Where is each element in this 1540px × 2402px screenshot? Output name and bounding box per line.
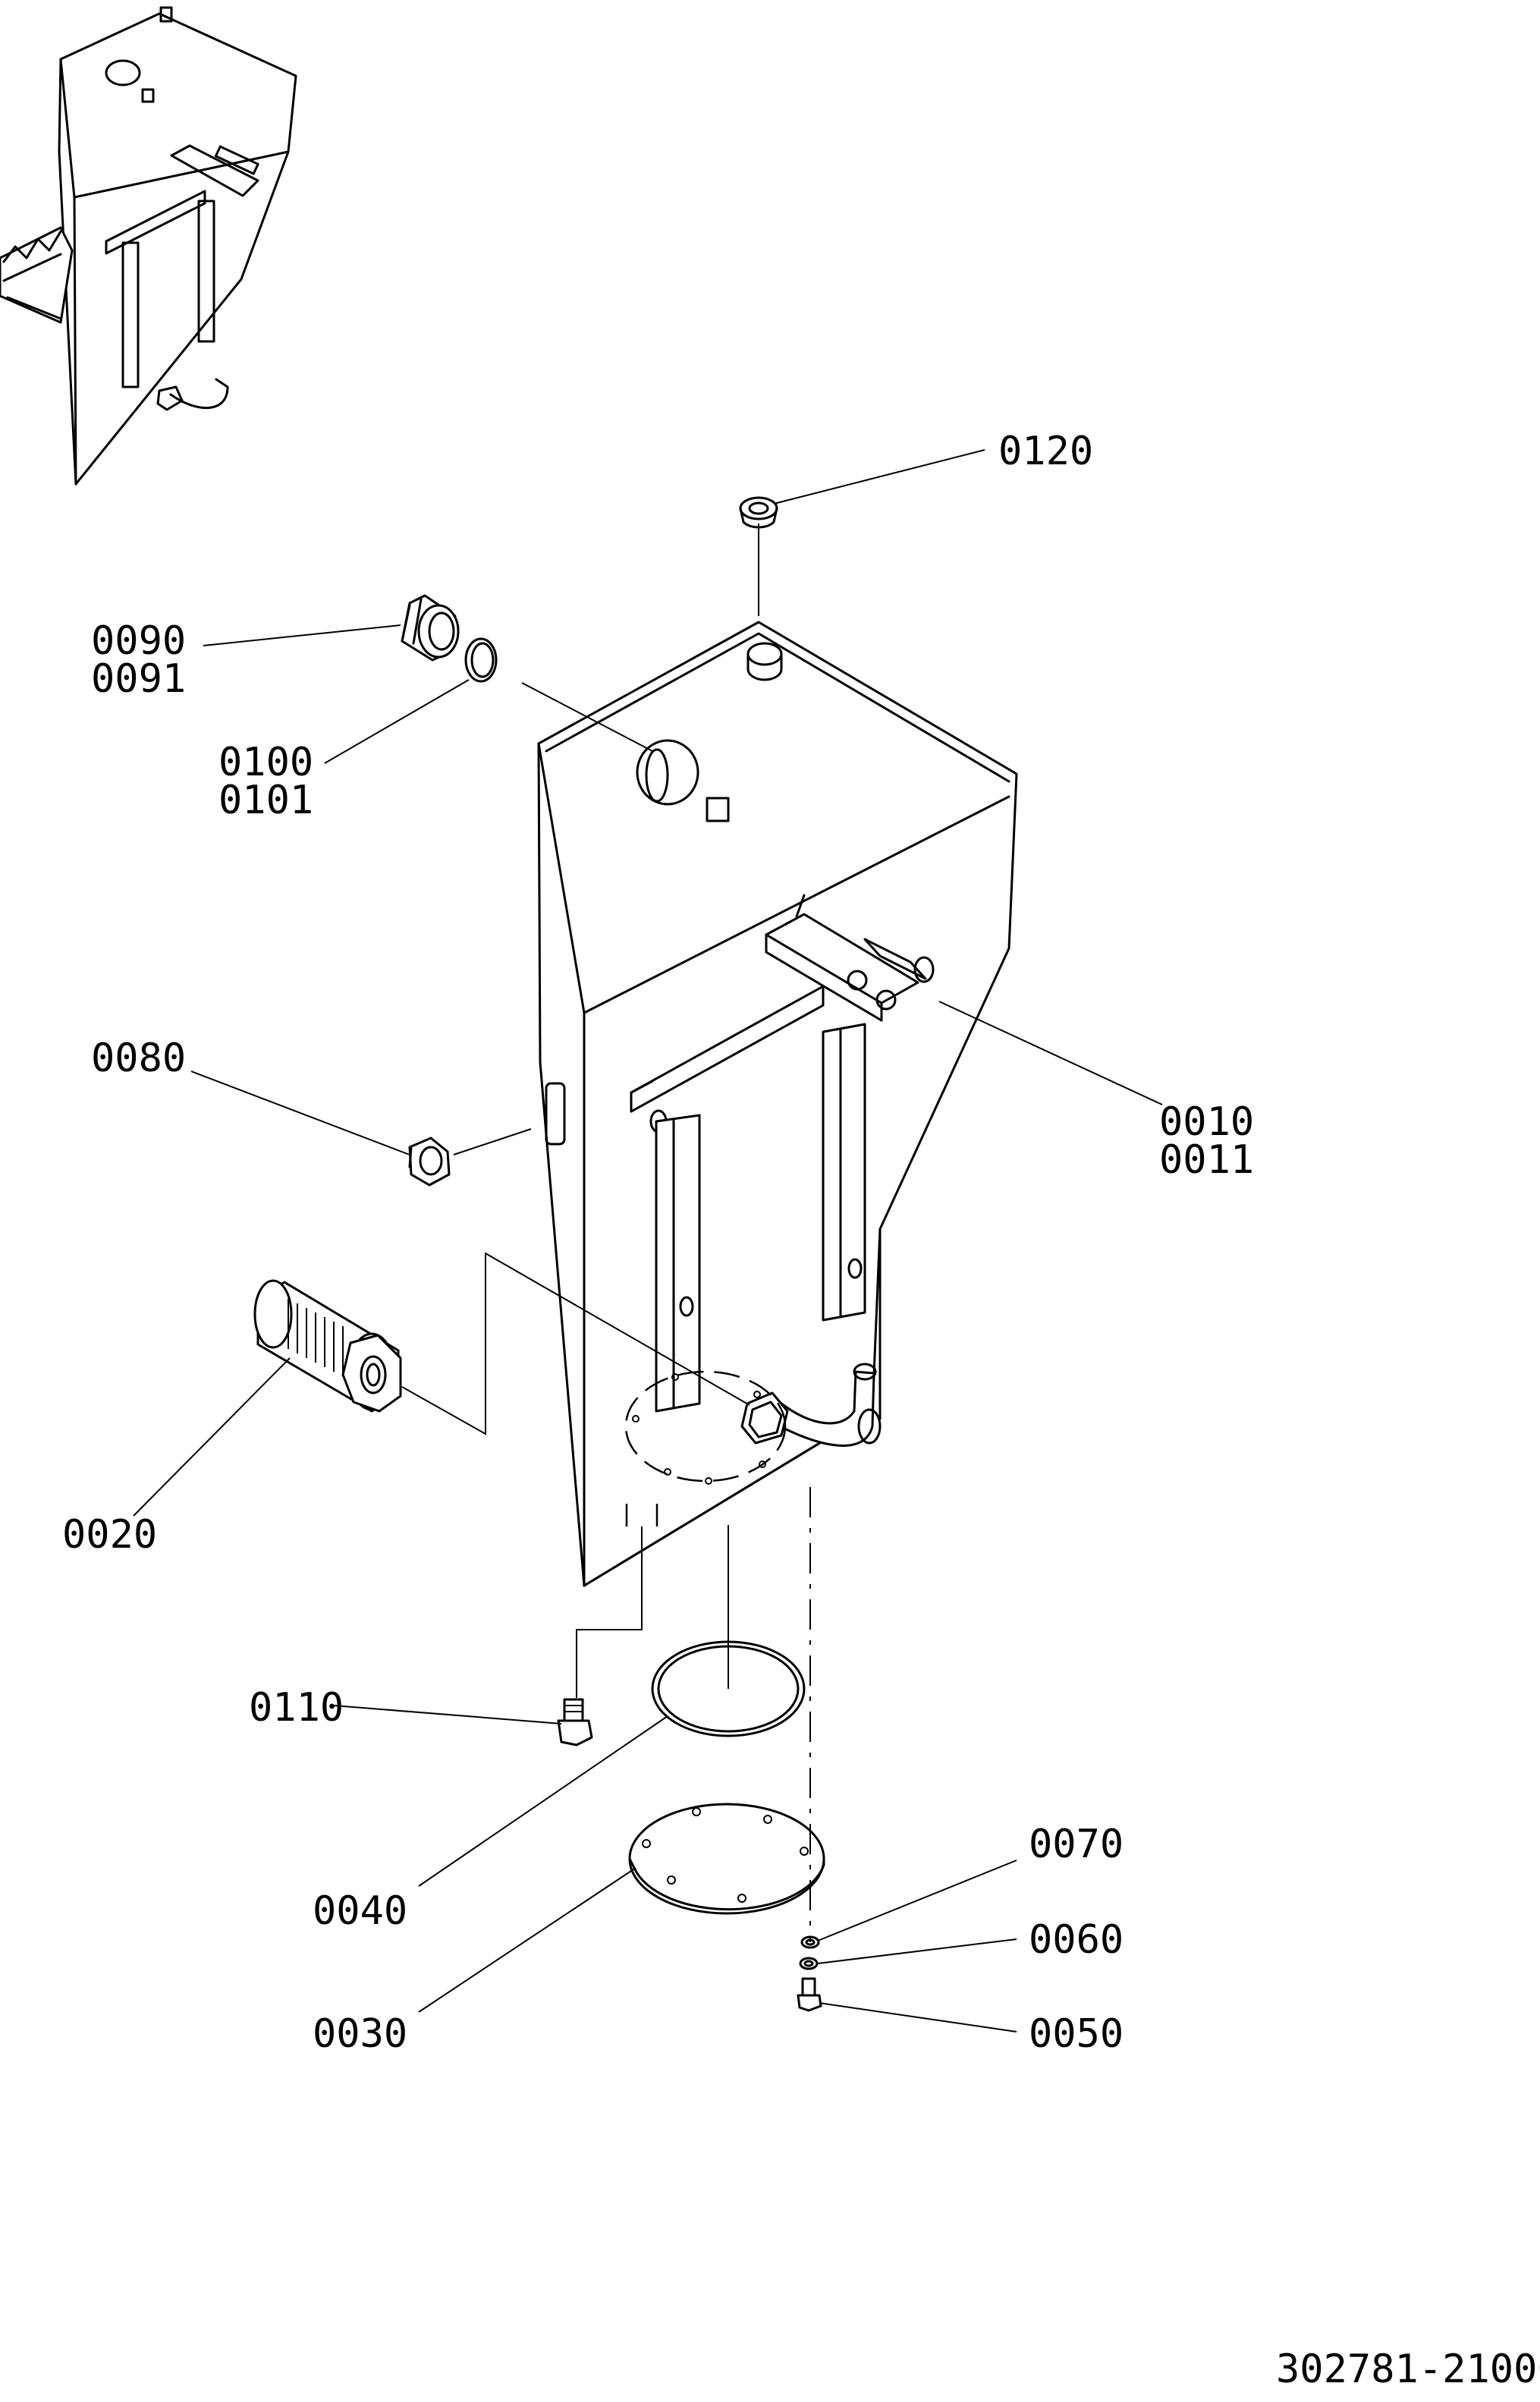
drawing-number: 302781-21000 [1276, 2347, 1540, 2392]
part-0100-o-ring [464, 637, 498, 683]
leader-lines [133, 449, 1163, 2033]
assembly-lines [401, 523, 811, 1942]
part-0090-cap [401, 594, 460, 662]
part-0120-plug [739, 496, 778, 529]
callout-0011: 0011 [1159, 1137, 1254, 1183]
callout-labels: 0120 0090 0091 0100 0101 0080 0010 0011 … [62, 429, 1254, 2057]
part-0060-spring-washer [799, 1957, 819, 1970]
part-0020-filter [253, 1279, 402, 1413]
callout-0020: 0020 [62, 1512, 157, 1558]
callout-0091: 0091 [91, 656, 186, 702]
callout-0101: 0101 [218, 778, 313, 823]
hydraulic-tank [537, 621, 1018, 1587]
callout-0050: 0050 [1029, 2011, 1124, 2057]
part-0110-drain-plug [557, 1698, 593, 1746]
callout-0070: 0070 [1029, 1822, 1124, 1867]
callout-0090: 0090 [91, 618, 186, 664]
callout-0080: 0080 [91, 1036, 186, 1081]
part-0030-cover-plate [628, 1803, 825, 1915]
callout-0040: 0040 [313, 1888, 407, 1934]
part-0080-plug [408, 1137, 451, 1187]
callout-0110: 0110 [249, 1685, 344, 1731]
callout-0060: 0060 [1029, 1917, 1124, 1963]
overview-thumbnail [0, 6, 297, 486]
callout-0010: 0010 [1159, 1099, 1254, 1145]
part-0050-bolt [797, 1977, 822, 2012]
callout-0030: 0030 [313, 2011, 407, 2057]
callout-0120: 0120 [998, 429, 1093, 474]
callout-0100: 0100 [218, 740, 313, 785]
